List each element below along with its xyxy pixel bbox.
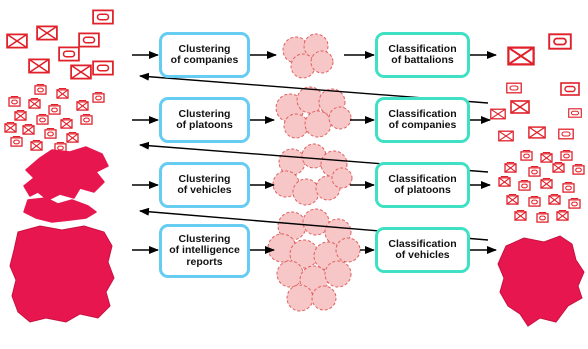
right-battalion-icons	[490, 33, 582, 142]
platoon-infantry-icon	[498, 176, 511, 187]
platoon-infantry-icon	[504, 162, 517, 173]
platoon-infantry-icon	[548, 194, 561, 205]
armor-unit-icon	[568, 108, 582, 118]
right-vehicle-blobs	[497, 235, 585, 327]
platoon-infantry-icon	[14, 110, 27, 121]
platoon-armor-icon	[572, 164, 585, 175]
platoon-armor-icon	[568, 198, 581, 209]
platoon-infantry-icon	[66, 132, 79, 143]
infantry-unit-icon	[507, 46, 535, 66]
left-vehicle-blobs	[23, 146, 109, 223]
left-company-icons	[6, 9, 114, 80]
clustering-vehicles-label: Clustering of vehicles	[177, 172, 232, 196]
infantry-unit-icon	[490, 108, 506, 120]
platoon-infantry-icon	[56, 88, 69, 99]
armor-unit-icon	[58, 46, 80, 62]
clustering-companies-box: Clustering of companies	[159, 32, 250, 78]
platoon-armor-icon	[10, 136, 23, 147]
classification-vehicles-box: Classification of vehicles	[375, 227, 470, 273]
platoon-infantry-icon	[60, 118, 73, 129]
platoon-armor-icon	[560, 150, 573, 161]
clustering-intelligence-reports-box: Clustering of intelligence reports	[159, 224, 250, 278]
classification-platoons-label: Classification of platoons	[388, 172, 457, 196]
platoon-armor-icon	[528, 196, 541, 207]
classification-battalions-box: Classification of battalions	[375, 32, 470, 78]
platoon-armor-icon	[44, 128, 57, 139]
platoon-armor-icon	[80, 114, 93, 125]
platoon-infantry-icon	[540, 152, 553, 163]
platoon-infantry-icon	[30, 140, 43, 151]
armor-unit-icon	[92, 9, 114, 25]
cluster-blobs	[267, 33, 361, 312]
platoon-armor-icon	[520, 150, 533, 161]
armor-unit-icon	[78, 32, 100, 48]
armor-unit-icon	[92, 60, 114, 76]
infantry-unit-icon	[528, 126, 546, 139]
platoon-armor-icon	[528, 166, 541, 177]
forward-arrows	[132, 51, 497, 254]
clustering-platoons-label: Clustering of platoons	[176, 107, 233, 131]
right-platoon-icons	[498, 150, 585, 223]
infantry-unit-icon	[510, 100, 530, 114]
platoon-infantry-icon	[540, 178, 553, 189]
platoon-armor-icon	[562, 182, 575, 193]
infantry-unit-icon	[28, 58, 50, 74]
classification-platoons-box: Classification of platoons	[375, 162, 470, 208]
platoon-armor-icon	[536, 212, 549, 223]
clustering-platoons-box: Clustering of platoons	[159, 97, 250, 143]
clustering-vehicles-box: Clustering of vehicles	[159, 162, 250, 208]
platoon-infantry-icon	[506, 194, 519, 205]
platoon-armor-icon	[34, 84, 47, 95]
platoon-armor-icon	[8, 96, 21, 107]
platoon-infantry-icon	[552, 162, 565, 173]
platoon-armor-icon	[92, 92, 105, 103]
platoon-infantry-icon	[28, 98, 41, 109]
classification-companies-label: Classification of companies	[388, 107, 457, 131]
armor-unit-icon	[548, 33, 572, 50]
platoon-armor-icon	[518, 180, 531, 191]
platoon-armor-icon	[48, 104, 61, 115]
platoon-infantry-icon	[4, 122, 17, 133]
infantry-unit-icon	[36, 25, 58, 41]
infantry-unit-icon	[6, 33, 28, 49]
platoon-infantry-icon	[514, 210, 527, 221]
classification-battalions-label: Classification of battalions	[388, 42, 457, 66]
platoon-infantry-icon	[556, 210, 569, 221]
clustering-companies-label: Clustering of companies	[170, 42, 239, 66]
clustering-intelligence-reports-label: Clustering of intelligence reports	[169, 232, 240, 268]
infantry-unit-icon	[70, 64, 92, 80]
classification-vehicles-label: Classification of vehicles	[388, 237, 457, 261]
left-report-mass	[9, 225, 115, 323]
platoon-armor-icon	[36, 114, 49, 125]
armor-unit-icon	[506, 82, 522, 94]
classification-companies-box: Classification of companies	[375, 97, 470, 143]
infantry-unit-icon	[498, 130, 514, 142]
platoon-infantry-icon	[76, 100, 89, 111]
left-platoon-icons	[4, 84, 105, 153]
armor-unit-icon	[558, 128, 574, 140]
armor-unit-icon	[560, 82, 580, 96]
platoon-infantry-icon	[22, 124, 35, 135]
